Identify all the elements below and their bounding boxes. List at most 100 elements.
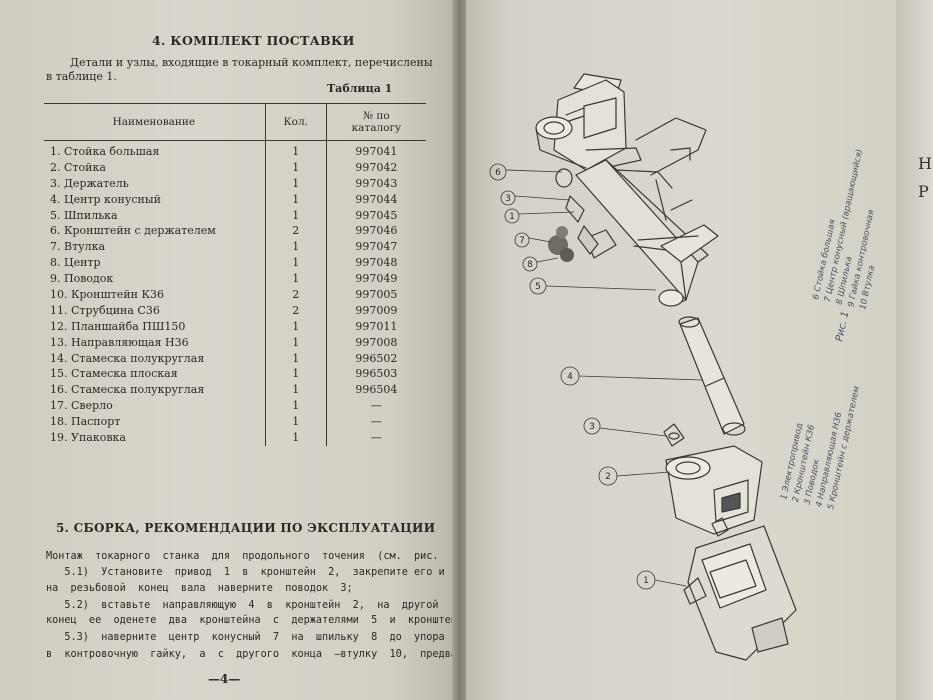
section-5-line: 5.3) наверните центр конусный 7 на шпиль… — [46, 632, 445, 643]
table-row: 18. Паспорт 1 — — [44, 414, 426, 431]
callout-number: 1 — [509, 212, 515, 222]
cell-name: 19. Упаковка — [50, 430, 126, 444]
cell-qty: 1 — [264, 334, 327, 351]
header-qty: Кол. — [264, 103, 327, 141]
callout-number: 6 — [495, 168, 501, 178]
section-5-line: на резьбовой конец вала наверните поводо… — [46, 583, 353, 594]
book-spine — [452, 0, 468, 700]
underlying-page-text: Н Р — [918, 150, 932, 206]
table-row: 1. Стойка большая 1 997041 — [44, 140, 426, 160]
table-header-row: Наименование Кол. № по каталогу — [44, 103, 426, 141]
cell-catalog: 996503 — [355, 367, 398, 381]
parts-table: Наименование Кол. № по каталогу 1. Стойк… — [44, 103, 426, 446]
cell-qty: 1 — [264, 350, 327, 367]
cell-qty: 1 — [264, 271, 327, 288]
page-number: —4— — [208, 672, 241, 686]
cell-name: 6. Кронштейн с держателем — [50, 224, 216, 238]
cell-catalog: 997008 — [355, 335, 398, 349]
callout-number: 7 — [519, 236, 525, 246]
guide-tube-drawing — [678, 316, 746, 436]
cell-catalog: 997042 — [355, 160, 398, 174]
cell-catalog: 997009 — [355, 303, 398, 317]
center-parts-drawing — [548, 168, 599, 262]
cell-qty: 2 — [264, 223, 327, 240]
cell-catalog: 997005 — [355, 287, 398, 301]
callout-number: 3 — [505, 194, 511, 204]
cell-name: 9. Поводок — [50, 272, 114, 286]
callout-number: 4 — [567, 372, 573, 382]
cell-qty: 1 — [264, 175, 327, 192]
cell-catalog: 996502 — [355, 351, 398, 365]
header-catalog-line-2: каталогу — [351, 122, 402, 134]
section-4-heading: 4. КОМПЛЕКТ ПОСТАВКИ — [152, 33, 355, 48]
cell-qty: 1 — [264, 398, 327, 415]
cell-name: 10. Кронштейн К36 — [50, 287, 164, 301]
callouts — [489, 163, 703, 590]
cell-catalog: — — [370, 399, 382, 413]
driver-drawing — [663, 423, 685, 447]
cell-name: 3. Держатель — [50, 176, 129, 190]
cell-catalog: 996504 — [355, 383, 398, 397]
table-row: 9. Поводок 1 997049 — [44, 271, 426, 288]
cell-qty: 1 — [264, 255, 327, 272]
cell-qty: 1 — [264, 430, 327, 446]
cell-name: 15. Стамеска плоская — [50, 367, 178, 381]
cell-qty: 2 — [264, 287, 327, 303]
underlying-letter-1: Н — [918, 154, 932, 173]
table-row: 3. Держатель 1 997043 — [44, 175, 426, 192]
cell-name: 8. Центр — [50, 256, 101, 270]
stand-large-drawing — [535, 73, 642, 171]
electric-drive-drawing — [683, 517, 797, 661]
cell-qty: 1 — [264, 191, 327, 208]
bracket-k36-drawing — [665, 445, 763, 535]
section-5-line: в контровочную гайку, а с другого конца … — [46, 649, 458, 660]
cell-catalog: — — [370, 430, 382, 444]
cell-qty: 1 — [264, 140, 327, 160]
header-name: Наименование — [44, 103, 266, 141]
guide-rail-drawing — [575, 117, 709, 301]
cell-name: 18. Паспорт — [50, 415, 121, 429]
cell-name: 4. Центр конусный — [50, 192, 161, 206]
cell-qty: 1 — [264, 239, 327, 256]
underlying-letter-2: Р — [918, 182, 929, 201]
cell-catalog: 997048 — [355, 256, 398, 270]
section-5-line: 5.1) Установите привод 1 в кронштейн 2, … — [46, 567, 445, 578]
section-5-heading: 5. СБОРКА, РЕКОМЕНДАЦИИ ПО ЭКСПЛУАТАЦИИ — [56, 521, 436, 535]
table-caption: Таблица 1 — [327, 82, 393, 95]
cell-catalog: 997049 — [355, 272, 398, 286]
section-5-line: конец ее оденете два кронштейна с держат… — [46, 615, 458, 626]
left-page: 4. КОМПЛЕКТ ПОСТАВКИ Детали и узлы, вход… — [0, 0, 458, 700]
underlying-page — [896, 0, 933, 700]
cell-name: 16. Стамеска полукруглая — [50, 383, 205, 397]
intro-line-2: в таблице 1. — [46, 70, 117, 83]
header-catalog-line-1: № по — [363, 110, 390, 122]
cell-qty: 1 — [264, 318, 327, 335]
cell-name: 14. Стамеска полукруглая — [50, 351, 205, 365]
cell-catalog: 997045 — [355, 208, 398, 222]
cell-catalog: 997011 — [355, 319, 398, 333]
table-row: 16. Стамеска полукруглая 1 996504 — [44, 382, 426, 399]
cell-qty: 1 — [264, 207, 327, 224]
cell-catalog: 997043 — [355, 176, 398, 190]
cell-name: 1. Стойка большая — [50, 144, 160, 158]
cell-qty: 1 — [264, 382, 327, 399]
table-row: 10. Кронштейн К36 2 997005 — [44, 287, 426, 303]
cell-name: 11. Струбцина С36 — [50, 303, 160, 317]
cell-qty: 1 — [264, 414, 327, 431]
cell-catalog: — — [370, 415, 382, 429]
cell-catalog: 997041 — [355, 144, 398, 158]
cell-qty: 2 — [264, 302, 327, 319]
